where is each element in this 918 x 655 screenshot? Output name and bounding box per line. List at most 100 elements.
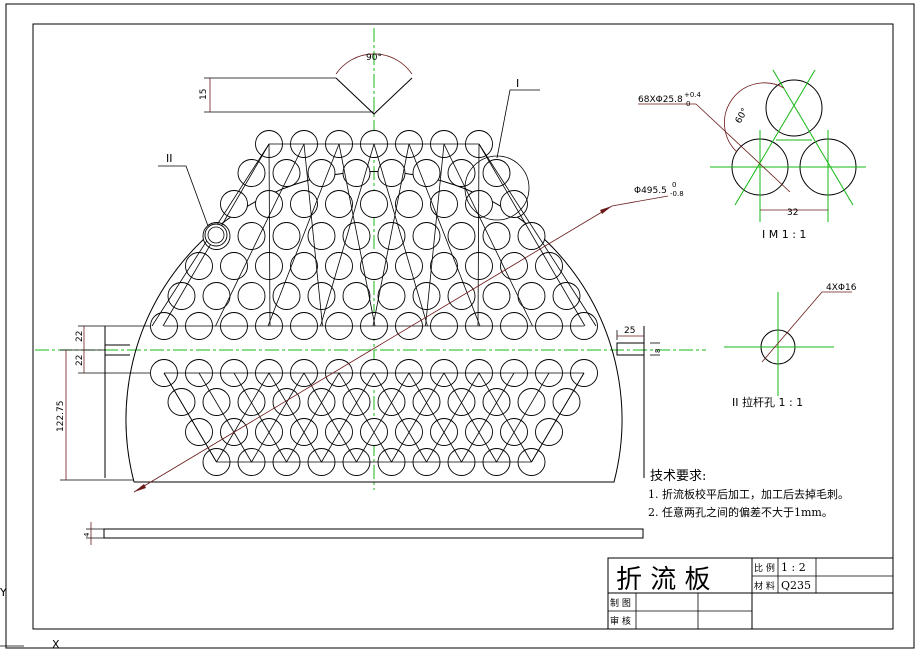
pitch-line	[373, 372, 427, 463]
detail-ii-hole-callout: 4XΦ16	[826, 283, 857, 293]
tube-hole	[290, 190, 318, 218]
scale-label: 比 例	[754, 562, 775, 574]
baffle-plate-side-view: 4	[83, 522, 644, 545]
tech-req-item-2: 2. 任意两孔之间的偏差不大于1mm。	[648, 505, 833, 519]
technical-requirements: 技术要求: 1. 折流板校平后加工，加工后去掉毛刺。 2. 任意两孔之间的偏差不…	[648, 469, 849, 519]
notch-depth-label: 15	[199, 89, 209, 100]
tube-hole	[272, 222, 301, 250]
tube-hole	[552, 282, 581, 310]
pitch-line	[356, 372, 410, 463]
tube-hole	[220, 252, 248, 280]
pitch-line	[477, 143, 480, 327]
detail-i-hole-callout: 68XΦ25.8	[638, 95, 683, 105]
tube-hole	[377, 282, 406, 310]
tube-hole	[290, 252, 318, 280]
dim-22-top: 22	[75, 331, 85, 342]
tube-hole-pattern	[150, 130, 598, 476]
left-slot	[105, 344, 130, 356]
detail-i-ref-label: I	[516, 77, 519, 90]
tube-hole	[342, 222, 371, 250]
pitch-line	[198, 372, 252, 463]
title-block: 折 流 板 比 例 1 : 2 材 料 Q235 制 图 审 核	[607, 557, 894, 630]
pitch-line	[268, 372, 322, 463]
ucs-icon: X Y	[0, 586, 60, 651]
diameter-tol-lower: -0.8	[670, 190, 684, 198]
pitch-line	[443, 372, 497, 463]
pitch-line	[478, 143, 586, 327]
tube-hole	[535, 252, 563, 280]
pitch-line	[216, 372, 270, 463]
tube-hole	[272, 159, 301, 187]
tube-hole	[255, 252, 283, 280]
thickness-label: 4	[83, 532, 91, 537]
pitch-line	[338, 372, 392, 463]
sheet-inner-border	[32, 23, 894, 630]
pitch-line	[391, 372, 445, 463]
detail-ii-view[interactable]: 4XΦ16 II 拉杆孔 1 : 1	[724, 283, 857, 409]
right-slot	[616, 342, 645, 356]
tube-hole	[395, 252, 423, 280]
drawn-by-label: 制 图	[610, 597, 631, 609]
diameter-tol-upper: 0	[672, 181, 676, 189]
pitch-line	[321, 372, 375, 463]
pitch-line	[426, 372, 480, 463]
pitch-line	[268, 143, 271, 327]
tube-hole	[237, 159, 266, 187]
diameter-label: Φ495.5	[634, 186, 667, 196]
checked-by-label: 审 核	[610, 615, 631, 627]
detail-ii-caption: II 拉杆孔 1 : 1	[732, 395, 803, 409]
tube-hole	[377, 222, 406, 250]
detail-i-pitch: 32	[787, 208, 798, 218]
pitch-line	[478, 143, 597, 327]
pitch-line	[372, 143, 410, 327]
tube-hole	[360, 252, 388, 280]
pitch-line	[425, 143, 445, 327]
tube-hole	[430, 252, 458, 280]
pitch-line	[408, 143, 481, 327]
dim-8: 8	[654, 349, 662, 353]
detail-i-hole-top	[765, 79, 823, 137]
tube-hole	[307, 282, 336, 310]
tech-req-heading: 技术要求:	[650, 469, 706, 484]
pitch-line	[251, 372, 305, 463]
baffle-plate-main-view[interactable]: 90° 15 I II Φ495.5 0 -0.8 22 22	[35, 28, 706, 493]
pitch-line	[215, 143, 305, 327]
pitch-line	[303, 372, 357, 463]
tube-hole	[167, 282, 196, 310]
detail-i-tol-upper: +0.4	[684, 91, 702, 99]
tech-req-item-1: 1. 折流板校平后加工，加工后去掉毛刺。	[648, 487, 849, 501]
pitch-line	[267, 143, 340, 327]
ucs-y-label: Y	[0, 586, 7, 599]
tube-hole	[430, 190, 458, 218]
detail-i-view[interactable]: 32 60° 68XΦ25.8 +0.4 0 I M 1 : 1	[638, 69, 866, 241]
tube-hole	[307, 159, 336, 187]
dim-25: 25	[624, 326, 635, 336]
detail-i-tol-lower: 0	[686, 100, 690, 108]
pitch-line	[531, 372, 585, 463]
tube-hole	[395, 190, 423, 218]
tube-hole	[412, 282, 441, 310]
tube-hole	[482, 222, 511, 250]
tube-hole	[272, 282, 301, 310]
notch-angle-label: 90°	[366, 53, 382, 63]
diameter-dim-line	[133, 205, 613, 493]
pitch-line	[373, 143, 428, 327]
dim-122-75: 122.75	[56, 401, 66, 433]
ucs-x-label: X	[52, 638, 60, 651]
tube-hole	[342, 282, 371, 310]
tube-hole	[342, 159, 371, 187]
detail-ii-ref-label: II	[166, 152, 173, 165]
pitch-line	[163, 372, 217, 463]
tube-hole	[412, 159, 441, 187]
tube-hole	[237, 282, 266, 310]
tube-hole	[360, 190, 388, 218]
tube-hole	[465, 252, 493, 280]
material-label: 材 料	[754, 580, 775, 592]
pitch-line	[461, 372, 515, 463]
pitch-line	[320, 143, 375, 327]
tube-hole	[482, 282, 511, 310]
tube-hole	[500, 252, 528, 280]
material-value: Q235	[781, 579, 811, 592]
scale-value: 1 : 2	[781, 561, 806, 574]
